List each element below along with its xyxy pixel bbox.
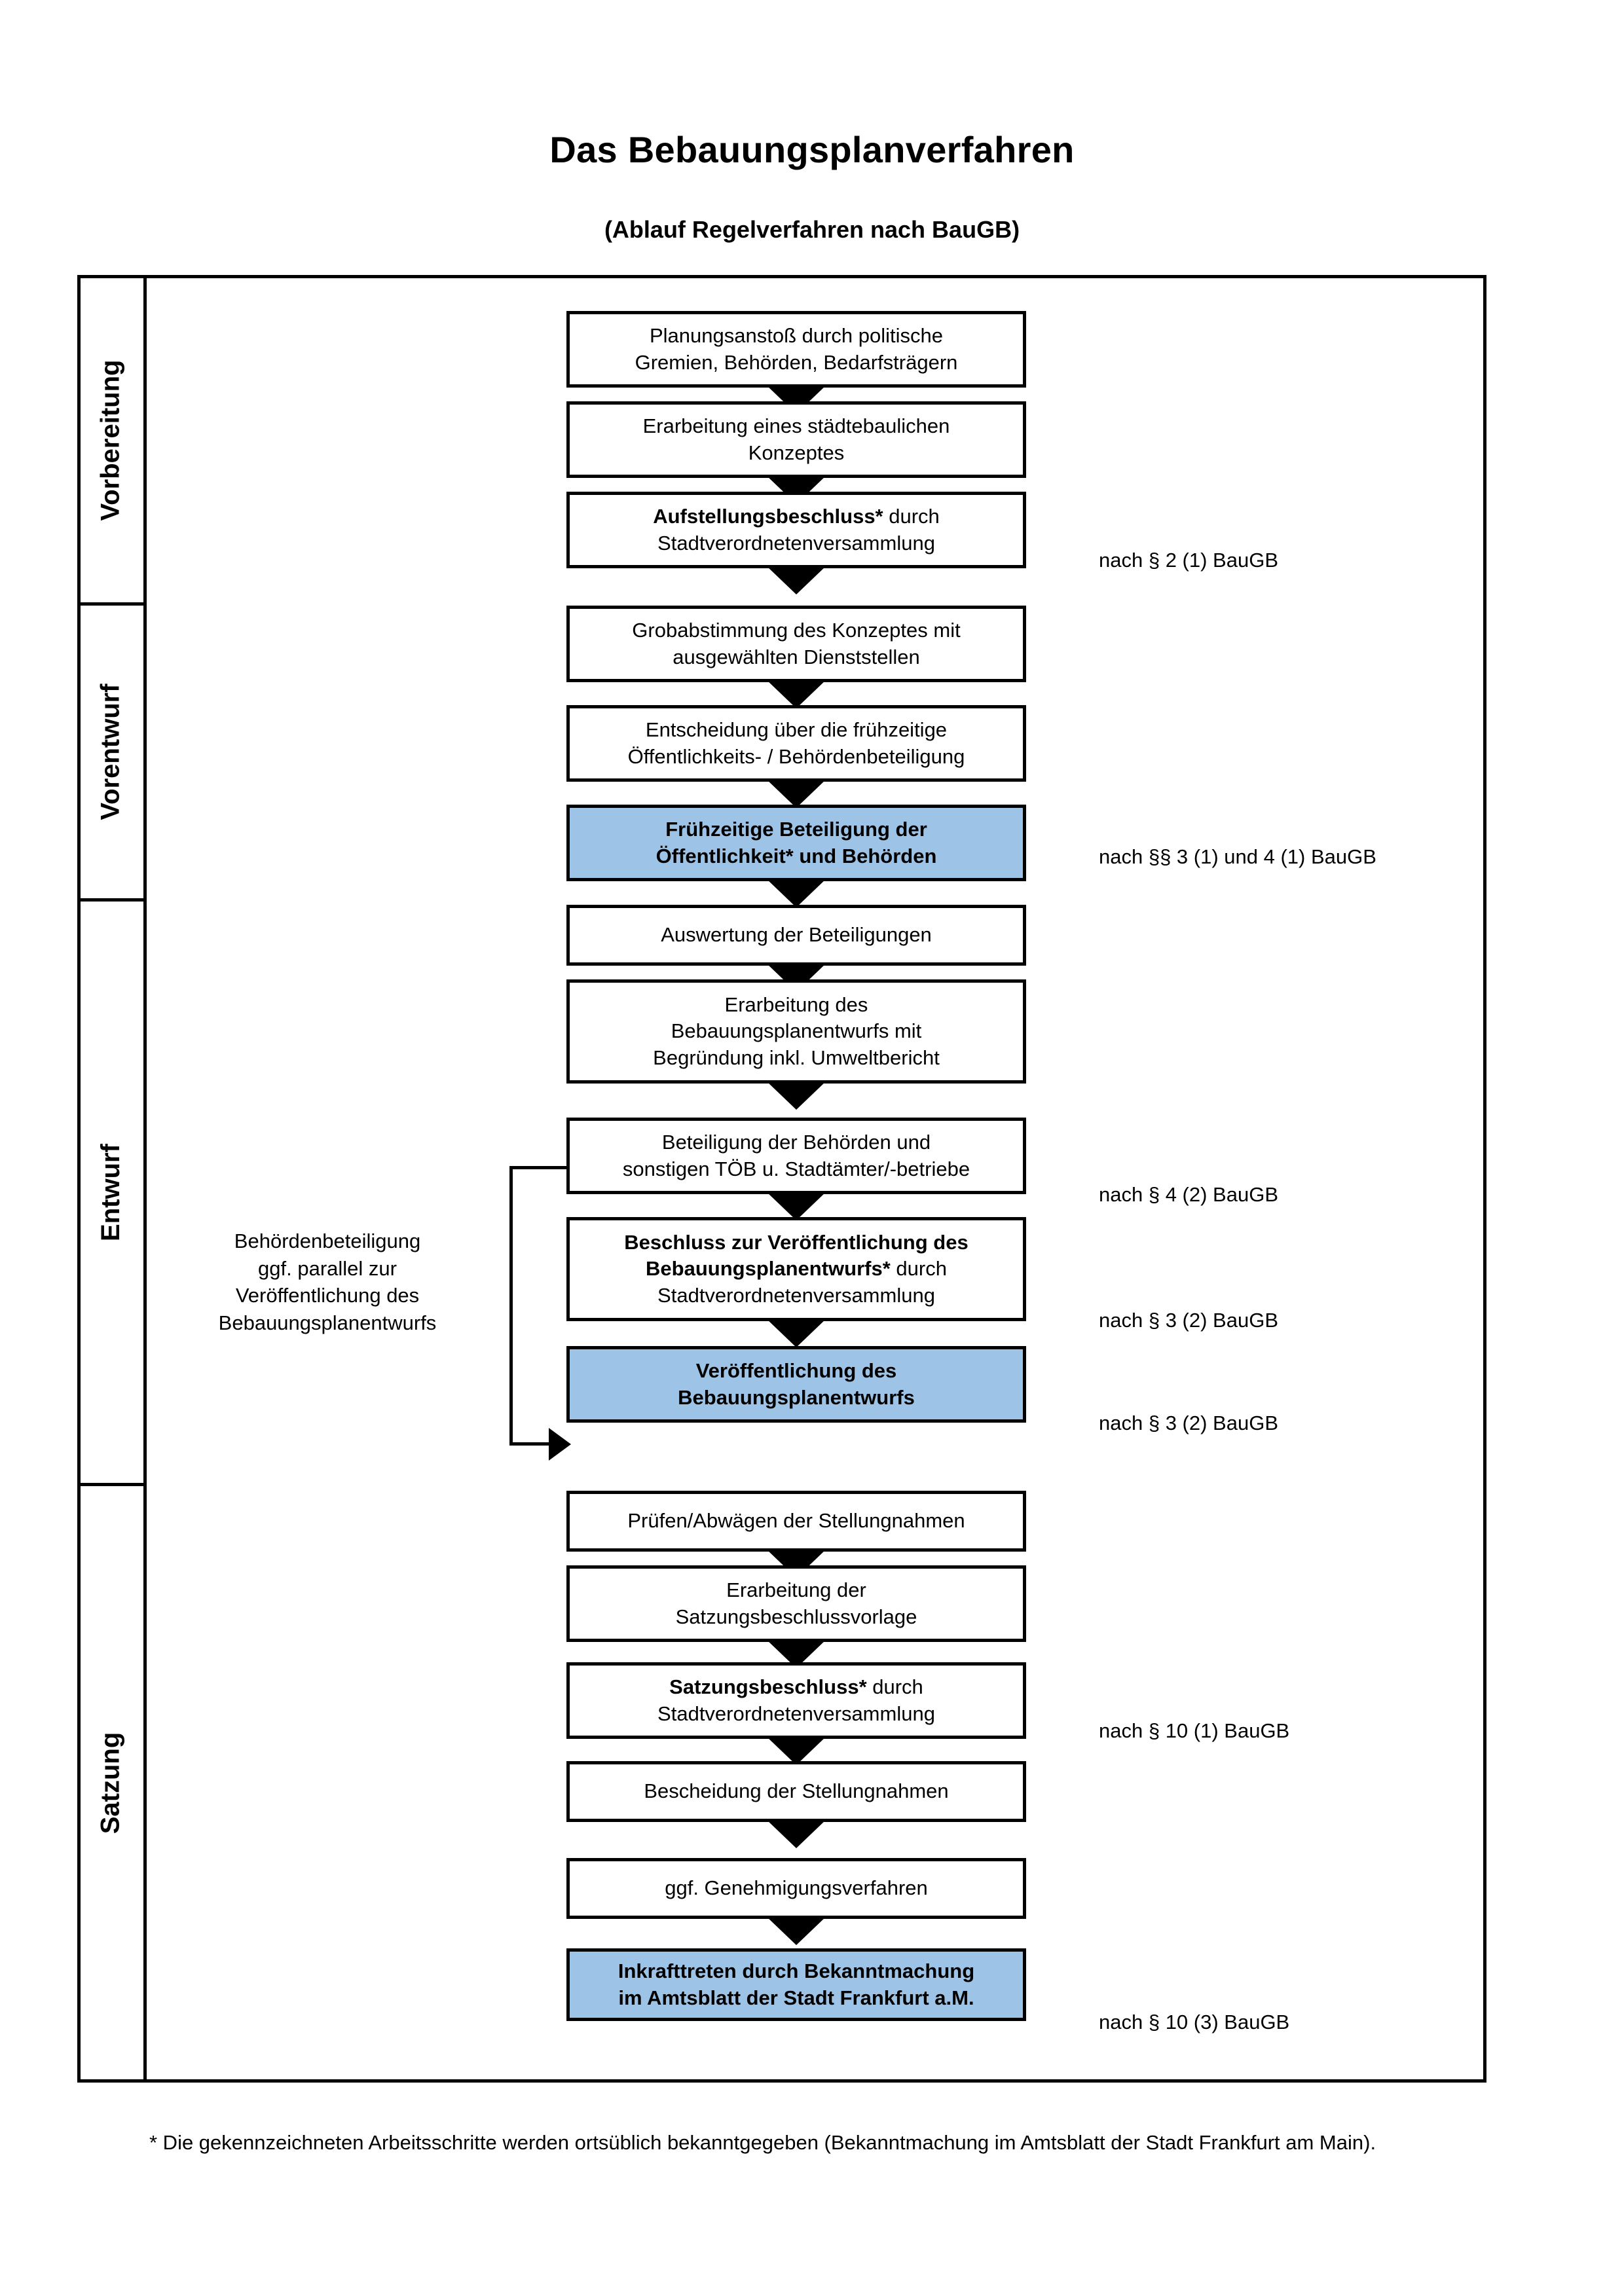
legal-note-par-3-1-4-1: nach §§ 3 (1) und 4 (1) BauGB — [1099, 845, 1376, 868]
flow-arrow-down-icon-6 — [766, 879, 826, 907]
side-annotation-line-3: Veröffentlichung des — [235, 1284, 420, 1307]
phase-label-vorbereitung: Vorbereitung — [78, 278, 143, 602]
footnote: * Die gekennzeichneten Arbeitsschritte w… — [149, 2131, 1376, 2154]
legal-note-par-2-1: nach § 2 (1) BauGB — [1099, 549, 1278, 572]
step-genehmigungsverfahren-text: ggf. Genehmigungsverfahren — [665, 1876, 928, 1900]
side-annotation-line-1: Behördenbeteiligung — [234, 1230, 421, 1252]
flow-arrow-down-icon-15 — [766, 1916, 826, 1945]
legal-note-par-3-2-b: nach § 3 (2) BauGB — [1099, 1412, 1278, 1434]
step-auswertung-beteiligungen[interactable]: Auswertung der Beteiligungen — [566, 905, 1026, 966]
phase-column-divider — [143, 275, 147, 2083]
flow-arrow-down-icon-5 — [766, 779, 826, 808]
side-annotation-behoerdenbeteiligung: Behördenbeteiligung ggf. parallel zur Ve… — [183, 1228, 471, 1336]
phase-label-vorbereitung-text: Vorbereitung — [96, 359, 125, 521]
flow-arrow-down-icon-8 — [766, 1081, 826, 1110]
side-annotation-line-2: ggf. parallel zur — [258, 1256, 397, 1280]
step-auswertung-beteiligungen-text: Auswertung der Beteiligungen — [661, 923, 932, 947]
phase-divider-2 — [77, 898, 147, 902]
step-bescheidung-stellungnahmen-text: Bescheidung der Stellungnahmen — [644, 1779, 949, 1803]
phase-divider-3 — [77, 1483, 147, 1486]
bypass-connector-segment-bottom — [509, 1442, 550, 1446]
flow-arrow-down-icon-4 — [766, 680, 826, 708]
bypass-connector-segment-left — [509, 1166, 513, 1446]
flow-arrow-down-icon-14 — [766, 1819, 826, 1848]
flow-arrow-down-icon-13 — [766, 1736, 826, 1765]
bypass-connector-segment-top — [509, 1166, 570, 1169]
legal-note-par-10-3: nach § 10 (3) BauGB — [1099, 2011, 1290, 2033]
page-subtitle: (Ablauf Regelverfahren nach BauGB) — [604, 216, 1020, 243]
flow-arrow-down-icon-10 — [766, 1319, 826, 1347]
step-bescheidung-stellungnahmen[interactable]: Bescheidung der Stellungnahmen — [566, 1761, 1026, 1822]
phase-label-entwurf-text: Entwurf — [96, 1143, 125, 1241]
legal-note-par-3-2-a: nach § 3 (2) BauGB — [1099, 1309, 1278, 1332]
step-pruefen-abwaegen[interactable]: Prüfen/Abwägen der Stellungnahmen — [566, 1491, 1026, 1552]
phase-label-entwurf: Entwurf — [78, 902, 143, 1483]
side-annotation-line-4: Bebauungsplanentwurfs — [218, 1311, 437, 1334]
phase-label-satzung-text: Satzung — [96, 1732, 125, 1834]
step-pruefen-abwaegen-text: Prüfen/Abwägen der Stellungnahmen — [627, 1509, 965, 1533]
step-genehmigungsverfahren[interactable]: ggf. Genehmigungsverfahren — [566, 1858, 1026, 1919]
legal-note-par-10-1: nach § 10 (1) BauGB — [1099, 1719, 1290, 1742]
phase-label-satzung: Satzung — [78, 1486, 143, 2079]
phase-label-vorentwurf: Vorentwurf — [78, 606, 143, 898]
flow-arrow-down-icon-9 — [766, 1192, 826, 1220]
legal-note-par-4-2: nach § 4 (2) BauGB — [1099, 1183, 1278, 1206]
page-title: Das Bebauungsplanverfahren — [549, 129, 1075, 170]
bypass-arrow-right-icon — [549, 1428, 571, 1461]
phase-divider-1 — [77, 602, 147, 606]
phase-label-vorentwurf-text: Vorentwurf — [96, 683, 125, 820]
flow-arrow-down-icon-3 — [766, 566, 826, 594]
